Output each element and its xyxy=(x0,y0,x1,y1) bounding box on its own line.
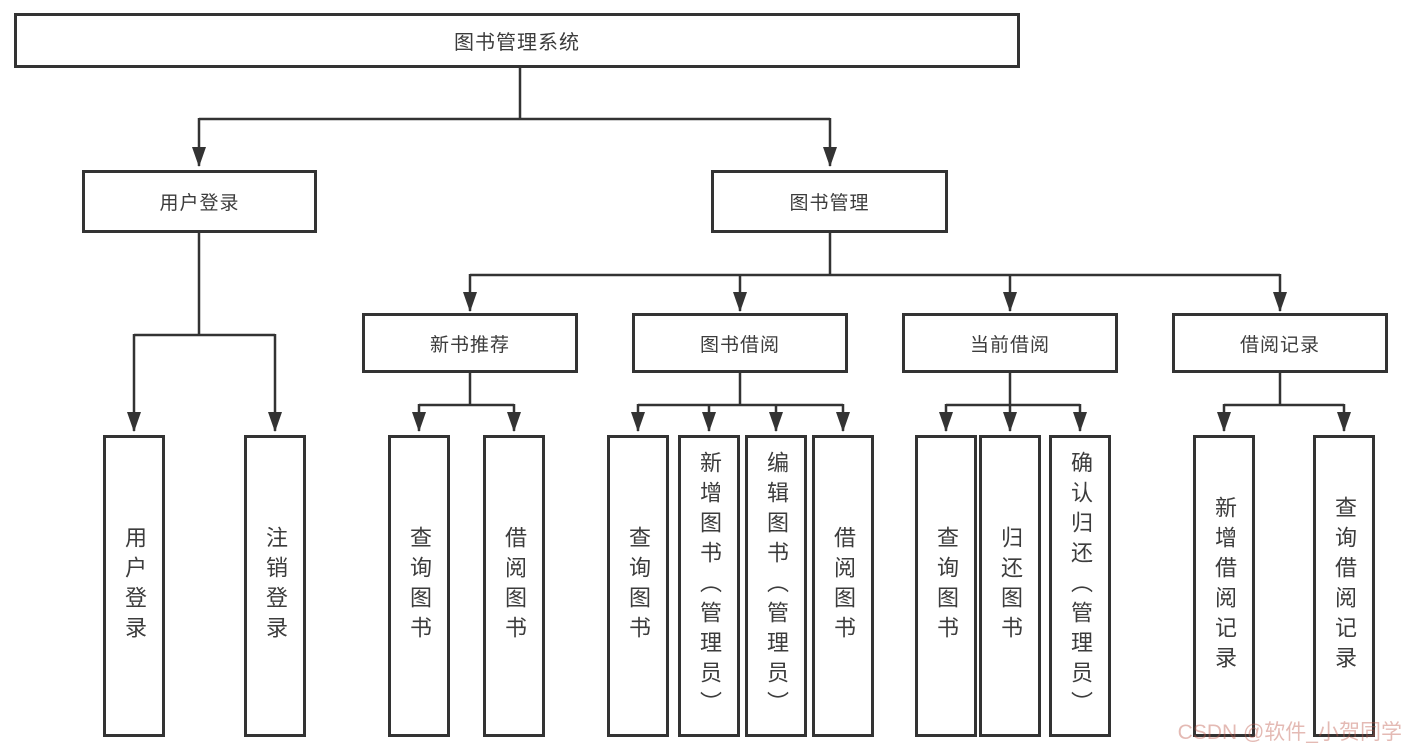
leaf-query-books-borrowing-label: 查询图书 xyxy=(626,526,651,646)
leaf-return-books: 归还图书 xyxy=(979,435,1041,737)
node-library-management-system: 图书管理系统 xyxy=(14,13,1020,68)
leaf-edit-book-admin-label: 编辑图书（管理员） xyxy=(764,451,789,721)
leaf-user-login: 用户登录 xyxy=(103,435,165,737)
leaf-borrow-books-borrowing: 借阅图书 xyxy=(812,435,874,737)
node-user-login: 用户登录 xyxy=(82,170,317,233)
leaf-add-book-admin: 新增图书（管理员） xyxy=(678,435,740,737)
leaf-query-borrow-record-label: 查询借阅记录 xyxy=(1332,496,1357,676)
leaf-add-book-admin-label: 新增图书（管理员） xyxy=(697,451,722,721)
leaf-edit-book-admin: 编辑图书（管理员） xyxy=(745,435,807,737)
leaf-query-borrow-record: 查询借阅记录 xyxy=(1313,435,1375,737)
leaf-logout: 注销登录 xyxy=(244,435,306,737)
watermark-text: CSDN @软件_小贺同学 xyxy=(1177,721,1402,744)
node-new-book-recommendation: 新书推荐 xyxy=(362,313,578,373)
leaf-borrow-books-recommend: 借阅图书 xyxy=(483,435,545,737)
leaf-confirm-return-admin-label: 确认归还（管理员） xyxy=(1068,451,1093,721)
node-borrowing-records: 借阅记录 xyxy=(1172,313,1388,373)
leaf-add-borrow-record: 新增借阅记录 xyxy=(1193,435,1255,737)
leaf-query-books-recommend-label: 查询图书 xyxy=(407,526,432,646)
leaf-logout-label: 注销登录 xyxy=(263,526,288,646)
leaf-user-login-label: 用户登录 xyxy=(122,526,147,646)
leaf-borrow-books-recommend-label: 借阅图书 xyxy=(502,526,527,646)
leaf-confirm-return-admin: 确认归还（管理员） xyxy=(1049,435,1111,737)
leaf-borrow-books-borrowing-label: 借阅图书 xyxy=(831,526,856,646)
leaf-return-books-label: 归还图书 xyxy=(998,526,1023,646)
leaf-query-books-current-label: 查询图书 xyxy=(934,526,959,646)
leaf-query-books-current: 查询图书 xyxy=(915,435,977,737)
leaf-add-borrow-record-label: 新增借阅记录 xyxy=(1212,496,1237,676)
node-book-borrowing: 图书借阅 xyxy=(632,313,848,373)
leaf-query-books-borrowing: 查询图书 xyxy=(607,435,669,737)
node-book-management: 图书管理 xyxy=(711,170,948,233)
leaf-query-books-recommend: 查询图书 xyxy=(388,435,450,737)
node-current-borrowing: 当前借阅 xyxy=(902,313,1118,373)
